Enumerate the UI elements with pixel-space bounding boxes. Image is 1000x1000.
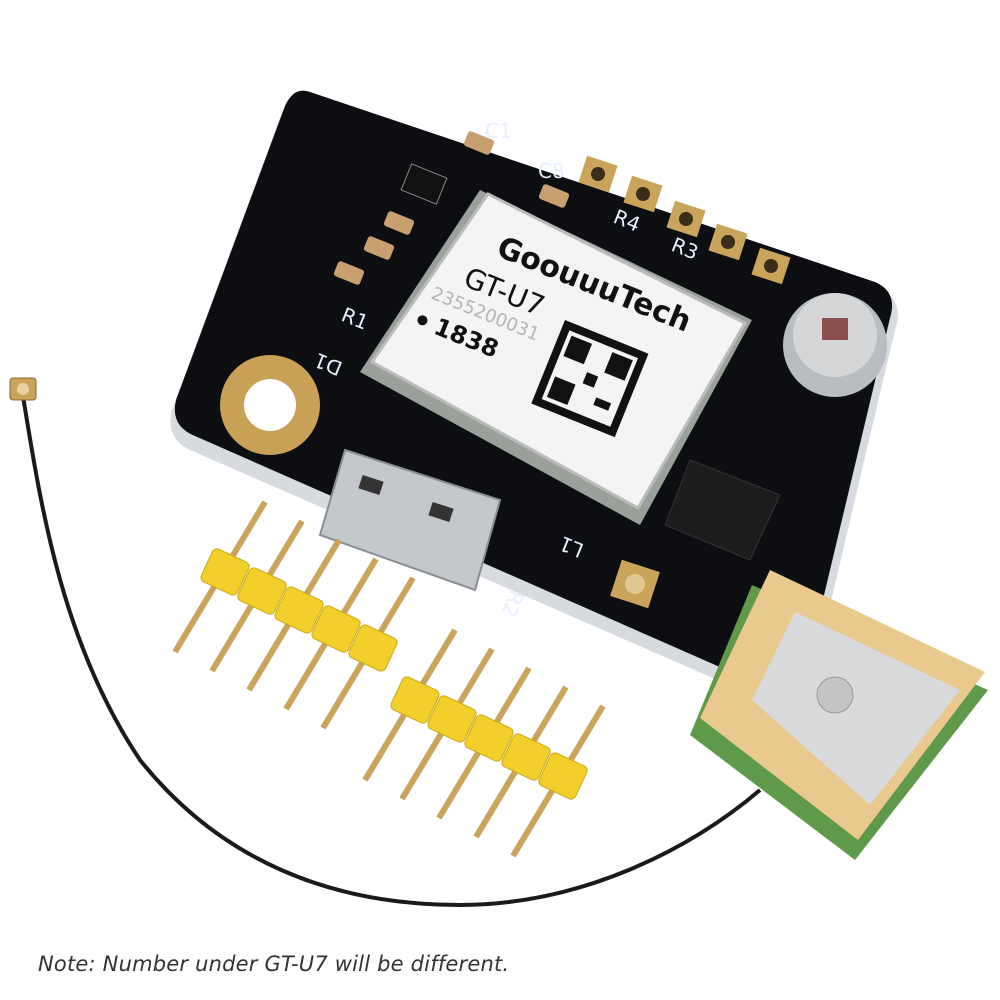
ufl-socket	[610, 559, 660, 609]
smd-components	[333, 131, 570, 285]
ceramic-patch-antenna	[690, 570, 988, 860]
gps-module: GoouuuTech GT-U7 2355200031 1838	[360, 190, 752, 525]
label-c8: C8	[538, 159, 565, 183]
ufl-connector-icon	[9, 377, 37, 401]
pin-header-1	[172, 500, 416, 730]
header-plastic-block	[237, 567, 287, 615]
eeprom-chip	[664, 459, 781, 561]
header-plastic-block	[427, 695, 477, 743]
caption-note: Note: Number under GT-U7 will be differe…	[38, 952, 510, 976]
antenna-cable	[20, 389, 762, 908]
micro-usb-port	[318, 448, 502, 592]
pin-header-2	[362, 628, 606, 858]
backup-battery	[783, 293, 887, 397]
mounting-hole	[220, 355, 320, 455]
header-plastic-block	[538, 752, 588, 800]
qr-code	[531, 320, 649, 438]
header-plastic-block	[200, 548, 250, 596]
header-plastic-block	[501, 733, 551, 781]
header-plastic-block	[348, 624, 398, 672]
header-plastic-block	[274, 586, 324, 634]
header-plastic-block	[390, 676, 440, 724]
header-plastic-block	[311, 605, 361, 653]
header-plastic-block	[464, 714, 514, 762]
